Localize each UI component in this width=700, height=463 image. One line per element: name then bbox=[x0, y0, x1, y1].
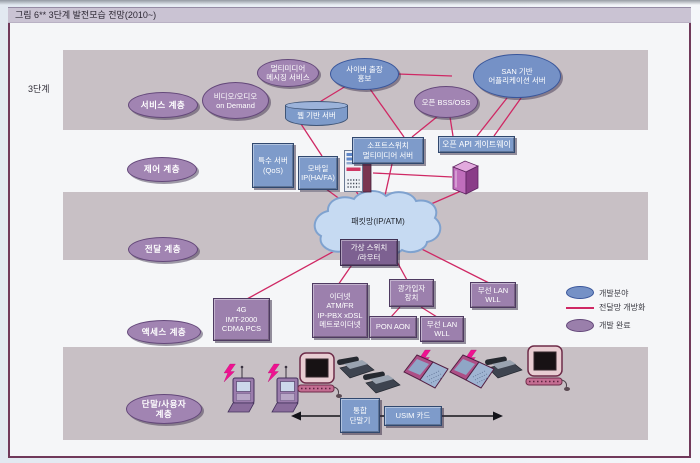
node-label: 광가입자 장치 bbox=[397, 283, 426, 302]
layer-label-text: 액세스 계층 bbox=[141, 326, 187, 337]
layer-label-text: 단말/사용자 계층 bbox=[141, 398, 187, 419]
node-wireless-lan-wll-lower: 무선 LAN WLL bbox=[420, 316, 464, 342]
layer-label-text: 전달 계층 bbox=[144, 244, 182, 255]
node-qos-server: 특수 서버 (QoS) bbox=[252, 143, 294, 188]
telephone-icon bbox=[485, 356, 523, 379]
desktop-computer-icon bbox=[525, 345, 570, 391]
node-label: 오픈 API 게이트웨이 bbox=[442, 139, 511, 149]
layer-label-text: 제어 계층 bbox=[143, 164, 181, 175]
layer-label-control: 제어 계층 bbox=[127, 157, 197, 182]
desktop-computer-icon bbox=[297, 352, 342, 398]
mobile-phone-icon bbox=[227, 365, 255, 413]
telephone-icon bbox=[337, 356, 375, 379]
node-label: 무선 LAN WLL bbox=[426, 319, 458, 338]
layer-label-terminal: 단말/사용자 계층 bbox=[126, 394, 202, 424]
legend-label-development-complete: 개발 완료 bbox=[599, 321, 631, 330]
legend-blue-ellipse bbox=[566, 286, 594, 299]
node-label: 비디오/오디오 on Demand bbox=[213, 91, 258, 110]
node-label: 이더넷 ATM/FR IP-PBX xDSL 메트로이더넷 bbox=[317, 291, 363, 329]
node-unified-terminal: 통합 단말기 bbox=[340, 398, 380, 433]
telephone-icon bbox=[363, 371, 401, 394]
legend-purple-ellipse bbox=[566, 319, 594, 332]
gateway-cube-icon bbox=[452, 160, 479, 195]
node-cyber-promo: 사이버 출장 홍보 bbox=[330, 58, 399, 90]
node-label: 멀티미디어 메시징 서비스 bbox=[266, 64, 310, 82]
node-pon-aon: PON AON bbox=[369, 316, 417, 338]
node-label: 통합 단말기 bbox=[349, 406, 371, 425]
laptop-icon bbox=[449, 354, 495, 389]
node-web-server: 웹 기반 서버 bbox=[285, 101, 348, 126]
node-label: 4G IMT-2000 CDMA PCS bbox=[221, 305, 262, 334]
node-multimedia-messaging: 멀티미디어 메시징 서비스 bbox=[257, 59, 319, 87]
node-wireless-lan-wll-upper: 무선 LAN WLL bbox=[470, 282, 516, 308]
node-label: 웹 기반 서버 bbox=[297, 111, 336, 120]
node-label: 사이버 출장 홍보 bbox=[346, 65, 383, 83]
node-open-bss-oss: 오픈 BSS/OSS bbox=[414, 86, 478, 118]
legend-pink-line bbox=[566, 307, 594, 309]
layer-label-text: 서비스 계층 bbox=[140, 99, 186, 110]
node-open-api-gateway: 오픈 API 게이트웨이 bbox=[438, 136, 515, 153]
layer-label-transport: 전달 계층 bbox=[128, 237, 198, 262]
stage-label: 3단계 bbox=[28, 84, 50, 94]
node-ethernet-atm: 이더넷 ATM/FR IP-PBX xDSL 메트로이더넷 bbox=[312, 283, 368, 338]
node-label: 특수 서버 (QoS) bbox=[258, 156, 288, 175]
node-label: 모바일 IP(HA/FA) bbox=[301, 163, 335, 182]
node-subscriber-device: 광가입자 장치 bbox=[389, 279, 434, 307]
node-softswitch: 소프트스위치 멀티미디어 서버 bbox=[352, 137, 424, 164]
node-label: SAN 기반 어플리케이션 서버 bbox=[488, 67, 546, 85]
node-label: USIM 카드 bbox=[395, 411, 431, 421]
node-label: 가상 스위치 /라우터 bbox=[350, 243, 388, 262]
node-label: 소프트스위치 멀티미디어 서버 bbox=[362, 141, 414, 160]
node-virtual-switch-router: 가상 스위치 /라우터 bbox=[340, 239, 398, 266]
mobile-phone-icon bbox=[271, 365, 299, 413]
legend-label-network-opening: 전달망 개방화 bbox=[599, 303, 646, 312]
node-label: 오픈 BSS/OSS bbox=[421, 97, 471, 107]
figure-title: 그림 6** 3단계 발전모습 전망(2010~) bbox=[8, 7, 691, 23]
node-mobile-ip: 모바일 IP(HA/FA) bbox=[298, 156, 338, 190]
layer-label-access: 액세스 계층 bbox=[127, 320, 201, 344]
node-usim-card: USIM 카드 bbox=[384, 406, 442, 426]
node-san-application-server: SAN 기반 어플리케이션 서버 bbox=[473, 54, 561, 98]
node-4g-imt2000: 4G IMT-2000 CDMA PCS bbox=[213, 298, 270, 341]
cylinder-top bbox=[285, 101, 348, 110]
node-packet-network: 패킷망(IP/ATM) bbox=[351, 217, 405, 226]
node-label: PON AON bbox=[375, 322, 411, 332]
legend-label-development-area: 개발분야 bbox=[599, 289, 629, 298]
laptop-icon bbox=[403, 354, 449, 389]
layer-label-service: 서비스 계층 bbox=[128, 92, 198, 118]
node-video-on-demand: 비디오/오디오 on Demand bbox=[202, 82, 269, 119]
node-label: 무선 LAN WLL bbox=[477, 285, 509, 304]
